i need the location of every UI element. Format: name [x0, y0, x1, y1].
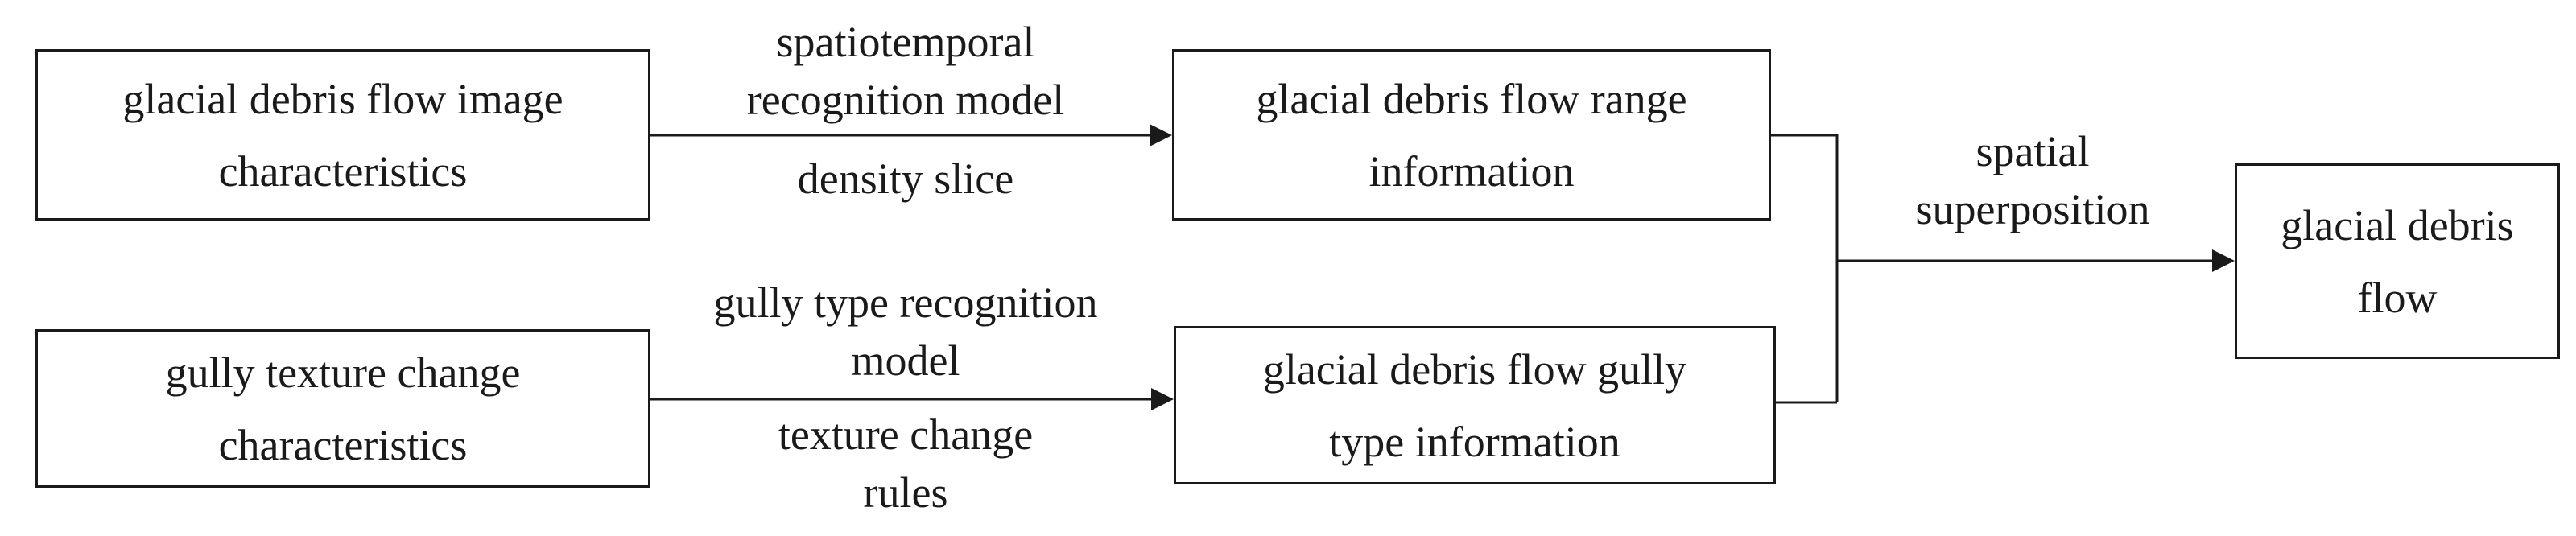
box-result-text: glacial debris flow	[2281, 200, 2514, 322]
label-gully-type-model: gully type recognition model	[713, 278, 1098, 385]
box-gully-type-information-text: glacial debris flow gully type informati…	[1262, 344, 1687, 466]
label-texture-rules: texture change rules	[778, 410, 1034, 517]
box-texture-characteristics-text: gully texture change characteristics	[165, 348, 521, 469]
box-result: glacial debris flow	[2235, 163, 2560, 359]
merge-line-range	[1769, 134, 1839, 402]
box-range-information-text: glacial debris flow range information	[1256, 74, 1687, 196]
arrowhead-texture-to-gully-type	[1151, 388, 1174, 410]
arrowhead-image-to-range	[1150, 124, 1172, 146]
arrowhead-merge-to-result	[2212, 249, 2235, 272]
box-range-information: glacial debris flow range information	[1172, 49, 1771, 221]
label-density-slice: density slice	[797, 155, 1014, 203]
box-gully-type-information: glacial debris flow gully type informati…	[1174, 326, 1776, 484]
label-spatial-superposition: spatial superposition	[1915, 127, 2150, 233]
box-image-characteristics-text: glacial debris flow image characteristic…	[122, 74, 564, 196]
box-texture-characteristics: gully texture change characteristics	[35, 329, 650, 488]
box-image-characteristics: glacial debris flow image characteristic…	[35, 49, 650, 221]
label-spatiotemporal-model: spatiotemporal recognition model	[746, 18, 1065, 124]
